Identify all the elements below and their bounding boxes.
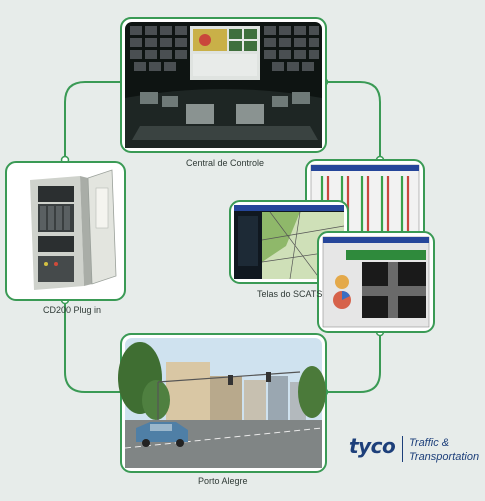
logo-line-1: Traffic &: [409, 437, 450, 449]
controller-photo: [5, 161, 126, 301]
scats-screens: [229, 159, 435, 333]
logo-separator: [402, 436, 403, 462]
screens-label: Telas do SCATS: [257, 289, 323, 299]
logo-line-2: Transportation: [409, 451, 480, 463]
controller-label: CD200 Plug in: [43, 305, 102, 315]
city-label: Porto Alegre: [198, 476, 248, 486]
connector-lines: [64, 81, 381, 393]
control-center-photo: [120, 17, 327, 153]
logo-word: tyco: [349, 434, 396, 458]
porto-alegre-photo: [118, 333, 327, 473]
control-center-label: Central de Controle: [186, 158, 265, 168]
